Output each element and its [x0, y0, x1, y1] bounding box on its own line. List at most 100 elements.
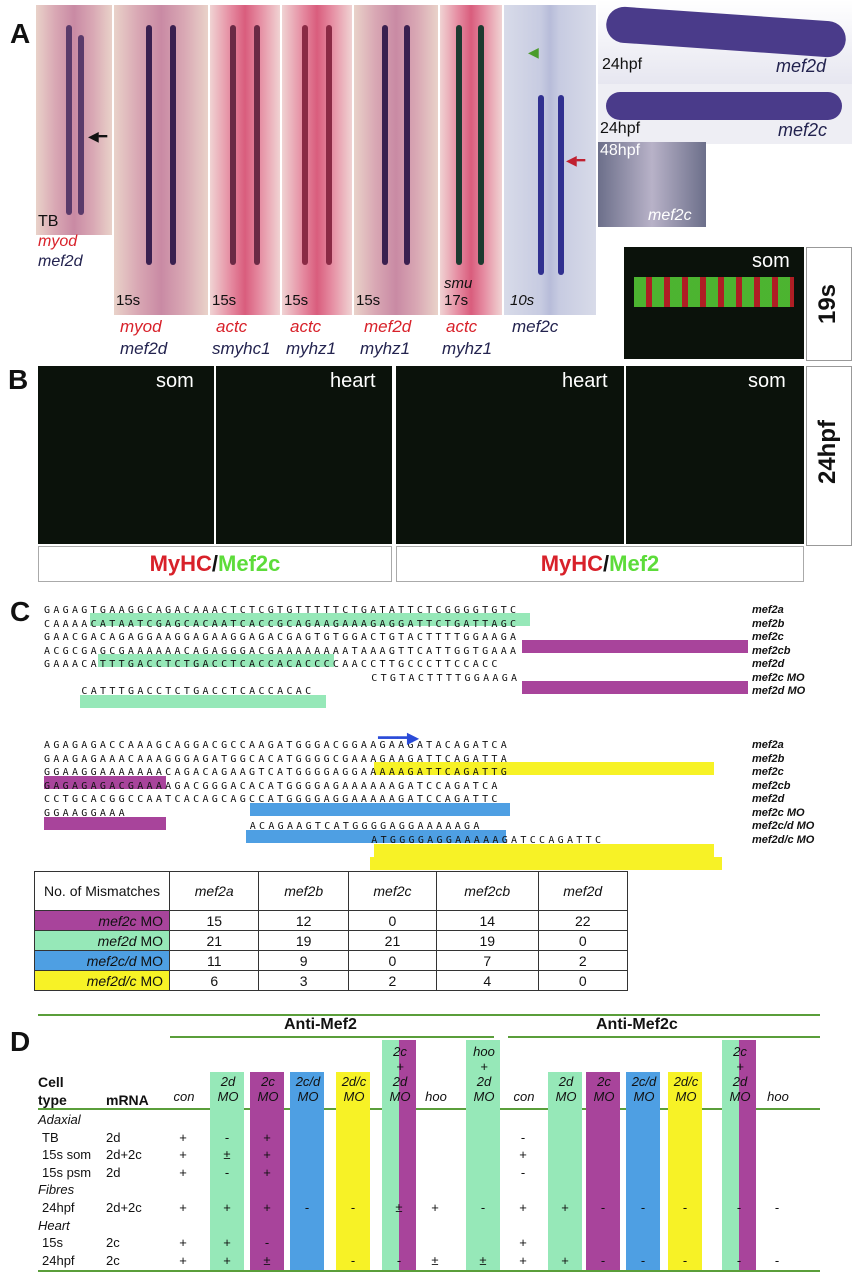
column-bg: [548, 1072, 582, 1270]
arrow-icon: ◀━: [88, 128, 108, 144]
column-header: 2c/d MO: [631, 1074, 657, 1104]
sequence-row: GAAGAGAAACAAAGGGAGATGGCACATGGGGCGAAAGAAG…: [44, 753, 511, 765]
highlight: [370, 857, 722, 870]
table-cell: -: [600, 1252, 606, 1268]
cell-type-header: Cell: [38, 1074, 64, 1090]
table-cell: ±: [395, 1200, 403, 1215]
column-header: con: [173, 1089, 195, 1104]
tb-label: TB: [38, 213, 59, 230]
sequence-label: mef2d/c MO: [752, 833, 815, 846]
table-cell: -: [224, 1164, 230, 1180]
sequence-row: AGAGAGACCAAAGCAGGACGCCAAGATGGGACGGAAGAAG…: [44, 740, 511, 751]
table-cell: 9: [258, 950, 349, 971]
column-header: 2d/c MO: [341, 1074, 367, 1104]
table-corner: No. of Mismatches: [34, 871, 170, 911]
gene-red-1: myod: [120, 317, 162, 336]
embryo-image-4: [354, 5, 438, 315]
sequence-label: mef2c: [752, 631, 784, 643]
sequence-label: mef2a: [752, 604, 784, 616]
column-bg: [722, 1040, 739, 1270]
table-cell: -: [480, 1200, 486, 1215]
gene-red-3: actc: [290, 317, 322, 336]
highlight: [80, 695, 326, 708]
sequence-row: ACGCGAGCGAAAAAACAGAGGGACGAAAAAAAATAAAGTT…: [44, 645, 520, 657]
row-type: 24hpf: [42, 1200, 75, 1215]
row-type: TB: [42, 1129, 59, 1145]
b-label-heart-1: heart: [330, 370, 376, 392]
table-cell: +: [223, 1252, 231, 1268]
highlight: [522, 640, 748, 653]
highlight: [246, 830, 506, 843]
column-header: con: [513, 1089, 535, 1104]
table-cell: 21: [347, 930, 437, 951]
tb-embryo-image: [36, 5, 112, 235]
start-arrow-icon: ━━━▶: [378, 730, 420, 747]
panel-b-letter: B: [8, 364, 29, 395]
embryo-image-1: [114, 5, 208, 315]
som-fluor-image-2: [626, 366, 804, 544]
sequence-label: mef2d: [752, 658, 785, 670]
side-19s-box: [806, 247, 852, 361]
divider: [38, 1270, 820, 1272]
column-bg: [668, 1072, 702, 1270]
table-cell: 21: [168, 930, 260, 951]
row-type: 15s: [42, 1235, 63, 1251]
table-cell: 0: [537, 970, 628, 991]
column-header: 2c MO: [257, 1074, 279, 1104]
sequence-label: mef2cb: [752, 779, 791, 792]
stage-label-4: 15s: [356, 292, 381, 309]
table-cell: -: [600, 1200, 606, 1215]
mismatch-table: No. of Mismatches mef2a mef2b mef2c mef2…: [34, 871, 628, 991]
som-fluor-image-1: [38, 366, 214, 544]
mef2d-24hpf-gene: mef2d: [776, 56, 827, 76]
cell-type-header-2: type: [38, 1092, 67, 1108]
sequence-label: mef2b: [752, 752, 785, 765]
row-mrna: 2d: [106, 1164, 121, 1180]
table-cell: -: [396, 1252, 402, 1268]
table-row-header: mef2d/c MO: [34, 970, 170, 991]
gene-navy-5: myhz1: [442, 339, 493, 358]
table-cell: -: [736, 1252, 742, 1268]
sequence-label: mef2cb: [752, 644, 791, 657]
sequence-row: GAAACATTTGACCTCTGACCTCACCACACCCCAACCTTGC…: [44, 659, 501, 670]
row-type: Fibres: [38, 1182, 75, 1198]
stage-label-5: 17s: [444, 292, 469, 309]
table-cell: 14: [435, 910, 539, 931]
b-label-som-1: som: [156, 370, 194, 392]
column-bg: [250, 1072, 284, 1270]
sequence-row: GAGAGTGAAGGCAGACAAACTCTCGTGTTTTTCTGATATT…: [44, 605, 520, 616]
table-cell: 7: [435, 950, 539, 971]
gene-navy-6: mef2c: [512, 317, 559, 336]
mef2d-24hpf-stage: 24hpf: [602, 56, 643, 73]
highlight: [374, 844, 714, 857]
stage-label-2: 15s: [212, 292, 237, 309]
sequence-label: mef2d MO: [752, 685, 806, 697]
sequence-row: GAGAGAGACGAAAAGACGGGACACATGGGGAGAAAAAAGA…: [44, 780, 501, 792]
table-col: mef2a: [168, 871, 260, 911]
stage-label-3: 15s: [284, 292, 309, 309]
table-row-header: mef2c MO: [34, 910, 170, 931]
highlight: [90, 613, 530, 626]
column-bg: [739, 1040, 756, 1270]
table-cell: 11: [168, 950, 260, 971]
table-cell: +: [263, 1200, 271, 1215]
table-row-header: mef2c/d MO: [34, 950, 170, 971]
table-cell: +: [561, 1200, 569, 1215]
divider: [38, 1014, 820, 1016]
heart-fluor-image-2: [396, 366, 624, 544]
panel-c-letter: C: [10, 596, 31, 627]
mef2c-24hpf-gene: mef2c: [778, 120, 828, 140]
sequence-row: CCTGCACGGCCAATCACAGCAGCCATGGGGAGGAAAAAGA…: [44, 794, 501, 805]
sequence-label: mef2a: [752, 739, 784, 751]
b-label-heart-2: heart: [562, 370, 608, 392]
legend-mef2c: MyHC/Mef2c: [38, 546, 392, 582]
table-cell: ±: [223, 1147, 231, 1163]
sequence-label: mef2c: [752, 766, 784, 778]
table-cell: +: [263, 1129, 271, 1145]
gene-navy-4: myhz1: [360, 339, 411, 358]
table-cell: -: [304, 1200, 310, 1215]
table-cell: 2: [347, 970, 437, 991]
divider: [170, 1036, 494, 1038]
column-bg: [290, 1072, 324, 1270]
column-bg: [626, 1072, 660, 1270]
